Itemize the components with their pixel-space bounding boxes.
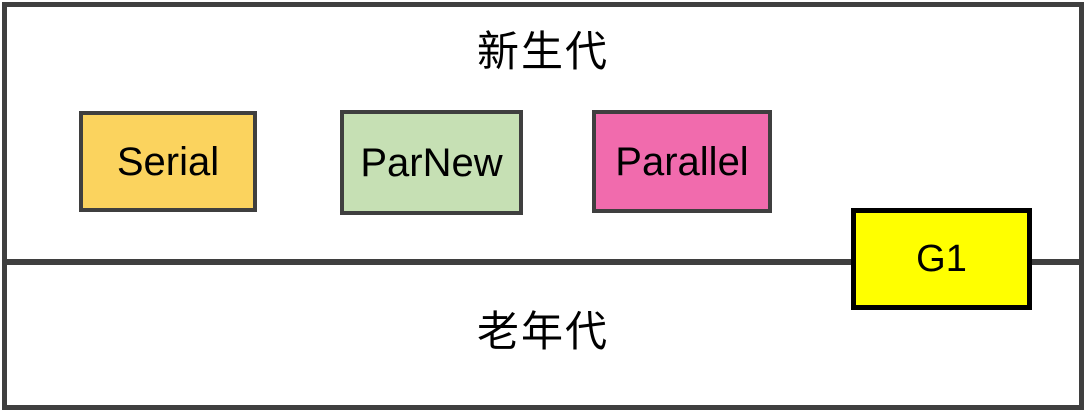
collector-box-parallel: Parallel [592, 110, 772, 213]
young-generation-section: 新生代 [7, 7, 1079, 259]
collector-box-parnew: ParNew [340, 110, 523, 215]
collector-label-g1: G1 [916, 238, 967, 280]
collector-box-g1: G1 [851, 208, 1032, 310]
collector-box-serial: Serial [79, 111, 257, 212]
collector-label-parallel: Parallel [615, 139, 749, 184]
generation-divider [7, 259, 1079, 265]
old-generation-label: 老年代 [476, 308, 609, 355]
old-generation-section: 老年代 [7, 265, 1079, 405]
collector-label-parnew: ParNew [360, 140, 503, 185]
collector-label-serial: Serial [116, 139, 220, 184]
young-generation-label: 新生代 [476, 28, 609, 75]
